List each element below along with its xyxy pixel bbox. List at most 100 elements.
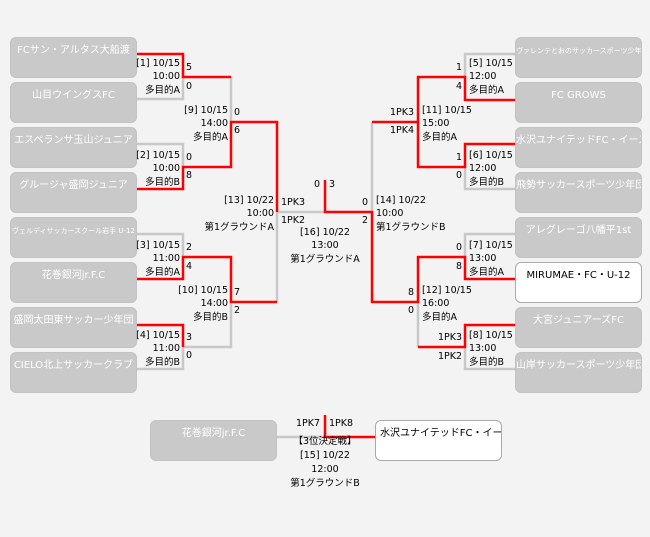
match-time: 10:00 (152, 163, 180, 174)
match-time: 11:00 (152, 343, 180, 354)
team-box[interactable]: 山目ウイングスFC (10, 82, 137, 123)
score-top: 1PK3 (437, 332, 462, 343)
match-id-date: [2] 10/15 (136, 150, 180, 161)
team-box[interactable]: グルージャ盛岡ジュニア (10, 172, 137, 213)
match-id-date: [16] 10/22 (300, 227, 350, 238)
match-venue: 第1グラウンドA (204, 222, 274, 233)
match-venue: 多目的B (144, 357, 180, 368)
match-time: 12:00 (469, 163, 497, 174)
match-time: 14:00 (200, 118, 228, 129)
score-bottom: 8 (186, 170, 193, 181)
score-top: 0 (361, 197, 368, 208)
team-box[interactable]: アレグレーゴ八幡平1st (515, 217, 642, 258)
match-venue: 第1グラウンドB (376, 222, 446, 233)
team-box[interactable]: 水沢ユナイテッドFC・イースト (515, 127, 642, 168)
match-id-date: [6] 10/15 (469, 150, 513, 161)
score-bottom: 0 (407, 305, 414, 316)
match-id-date: [7] 10/15 (469, 240, 513, 251)
team-box[interactable]: ヴェルディサッカースクール岩手 U-12 (10, 217, 137, 258)
match-venue: 多目的A (469, 267, 504, 278)
match-id-date: [13] 10/22 (224, 195, 274, 206)
score-top: 1PK3 (389, 107, 414, 118)
third-place-title: 【3位決定戦】 (293, 436, 357, 447)
score-bottom: 2 (234, 305, 241, 316)
match-id-date: [14] 10/22 (376, 195, 426, 206)
match-id-date: [4] 10/15 (136, 330, 180, 341)
match-id-date: [8] 10/15 (469, 330, 513, 341)
score-bottom: 1PK2 (437, 351, 462, 362)
score-bottom: 1PK4 (389, 125, 414, 136)
match-id-date: [9] 10/15 (184, 105, 228, 116)
score-top: 0 (455, 242, 462, 253)
score-top: 7 (234, 287, 241, 298)
match-id-date: [15] 10/22 (300, 450, 350, 461)
team-box[interactable]: CIELO北上サッカークラブ (10, 352, 137, 393)
match-time: 15:00 (422, 118, 450, 129)
match-time: 10:00 (246, 208, 274, 219)
match-venue: 多目的A (422, 132, 457, 143)
match-venue: 第1グラウンドB (290, 478, 360, 489)
score-top: 2 (186, 242, 193, 253)
lines-win (137, 52, 515, 439)
score-bottom: 2 (361, 215, 368, 226)
match-venue: 多目的B (469, 357, 505, 368)
team-box[interactable]: 大宮ジュニアーズFC (515, 307, 642, 348)
score-bottom: 4 (186, 261, 193, 272)
match-venue: 多目的A (469, 85, 504, 96)
match-venue: 多目的B (469, 177, 505, 188)
match-time: 10:00 (152, 71, 180, 82)
score-top: 3 (186, 332, 193, 343)
final-score-left: 0 (313, 179, 320, 190)
match-id-date: [11] 10/15 (422, 105, 472, 116)
third-place-score-left: 1PK7 (295, 418, 320, 429)
match-venue: 第1グラウンドA (290, 254, 360, 265)
score-bottom: 0 (186, 81, 193, 92)
third-place-team-left[interactable]: 花巻銀河jr.F.C (150, 420, 277, 461)
match-id-date: [10] 10/15 (178, 285, 228, 296)
score-bottom: 1PK2 (281, 215, 306, 226)
match-venue: 多目的A (145, 267, 180, 278)
match-venue: 多目的B (192, 312, 228, 323)
team-box[interactable]: 飛勢サッカースポーツ少年団 (515, 172, 642, 213)
match-time: 13:00 (469, 343, 497, 354)
score-bottom: 6 (234, 125, 241, 136)
score-top: 1 (455, 152, 462, 163)
third-place-team-right[interactable]: 水沢ユナイテッドFC・イースト (375, 420, 502, 461)
score-bottom: 8 (455, 261, 462, 272)
match-time: 11:00 (152, 253, 180, 264)
team-box[interactable]: 盛岡太田東サッカー少年団 (10, 307, 137, 348)
score-top: 5 (186, 62, 193, 73)
score-bottom: 4 (455, 81, 462, 92)
match-venue: 多目的A (193, 132, 228, 143)
team-box[interactable]: 山岸サッカースポーツ少年団 (515, 352, 642, 393)
score-top: 0 (234, 107, 241, 118)
score-top: 1 (455, 62, 462, 73)
match-id-date: [12] 10/15 (422, 285, 472, 296)
match-time: 13:00 (311, 240, 339, 251)
match-time: 16:00 (422, 298, 450, 309)
team-box[interactable]: ヴァレンテとおのサッカースポーツ少年団 (515, 37, 642, 78)
team-box[interactable]: FC GROWS (515, 82, 642, 123)
match-id-date: [1] 10/15 (136, 58, 180, 69)
team-box[interactable]: エスペランサ玉山ジュニア (10, 127, 137, 168)
match-venue: 多目的A (145, 85, 180, 96)
score-top: 1PK3 (281, 197, 306, 208)
third-place-score-right: 1PK8 (329, 418, 354, 429)
score-bottom: 0 (455, 170, 462, 181)
match-time: 10:00 (376, 208, 404, 219)
score-top: 0 (186, 152, 193, 163)
team-box[interactable]: 花巻銀河jr.F.C (10, 262, 137, 303)
team-box[interactable]: MIRUMAE・FC・U-12 (515, 262, 642, 303)
match-venue: 多目的B (144, 177, 180, 188)
match-id-date: [3] 10/15 (136, 240, 180, 251)
match-time: 12:00 (469, 71, 497, 82)
match-time: 13:00 (469, 253, 497, 264)
team-box[interactable]: FCサン・アルタス大船渡 (10, 37, 137, 78)
final-score-right: 3 (329, 179, 336, 190)
match-time: 14:00 (200, 298, 228, 309)
score-top: 8 (407, 287, 414, 298)
match-venue: 多目的A (422, 312, 457, 323)
score-bottom: 0 (186, 350, 193, 361)
